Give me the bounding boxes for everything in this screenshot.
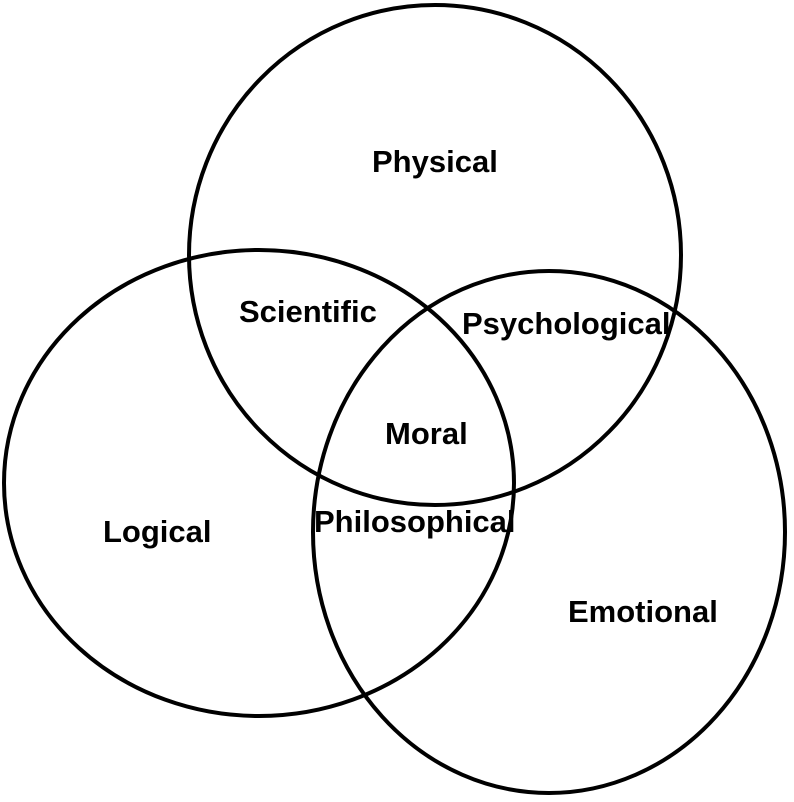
- label-philosophical: Philosophical: [314, 504, 516, 539]
- circle-emotional: [311, 269, 787, 795]
- label-scientific: Scientific: [239, 294, 377, 329]
- label-psychological: Psychological: [462, 306, 670, 341]
- label-logical: Logical: [103, 514, 212, 549]
- circle-physical: [187, 3, 683, 507]
- label-physical: Physical: [372, 144, 498, 179]
- label-moral: Moral: [385, 416, 468, 451]
- circle-logical: [2, 248, 516, 718]
- label-emotional: Emotional: [568, 594, 718, 629]
